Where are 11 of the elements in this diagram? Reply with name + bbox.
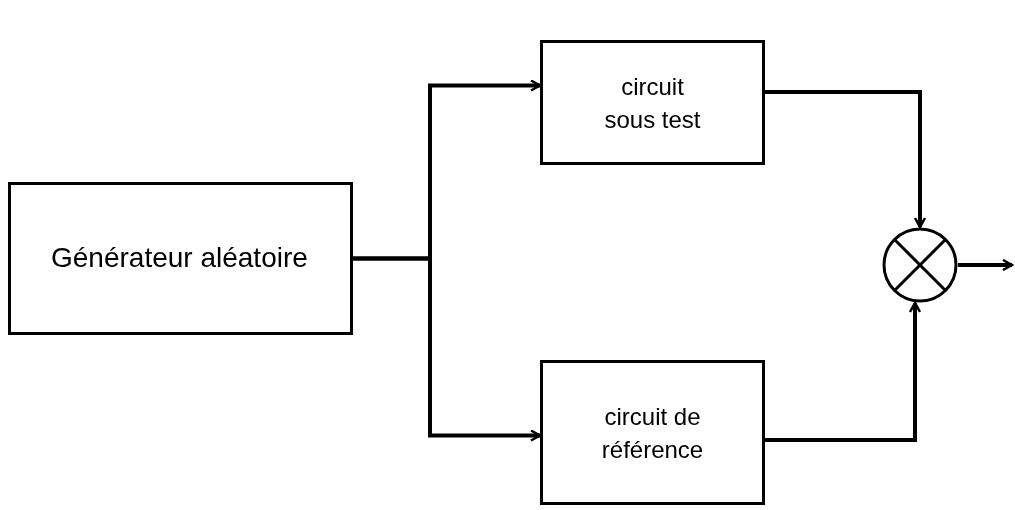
box-label: circuit sous test [603, 71, 702, 135]
box-label: Générateur aléatoire [50, 241, 308, 276]
multiplier-circle [882, 227, 958, 303]
arrow [765, 90, 927, 229]
process-box [540, 360, 765, 505]
box-label: circuit de référence [600, 401, 705, 465]
arrow [958, 258, 1014, 272]
arrow [353, 256, 542, 442]
process-box [540, 40, 765, 165]
process-box [8, 182, 353, 335]
arrow [765, 301, 922, 442]
